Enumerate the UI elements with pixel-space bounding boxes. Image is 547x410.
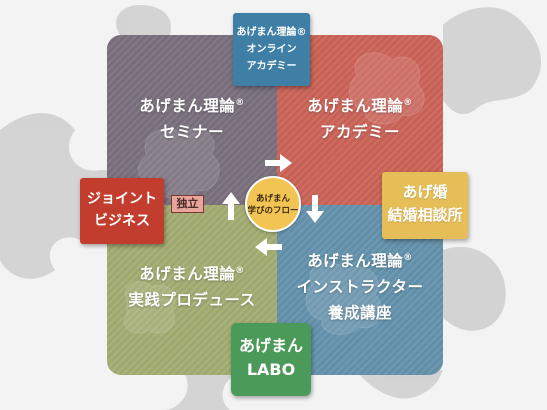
produce-title: あげまん理論® [139, 265, 245, 283]
instructor-label: あげまん理論® インストラクター 養成講座 [277, 245, 443, 326]
online-academy-box: あげまん理論® オンライン アカデミー [233, 13, 310, 86]
seminar-label: あげまん理論® セミナー [112, 90, 272, 145]
academy-label: あげまん理論® アカデミー [277, 90, 443, 145]
produce-label: あげまん理論® 実践プロデュース [107, 258, 277, 313]
marriage-office-box: あげ婚 結婚相談所 [382, 172, 468, 239]
arrow-left-icon [255, 238, 282, 256]
quadrant-seminar [107, 35, 277, 205]
learning-flow-center: あげまん 学びのフロー [245, 176, 301, 232]
instructor-title: あげまん理論® [307, 252, 413, 270]
joint-business-box: ジョイント ビジネス [80, 178, 164, 244]
independence-tag: 独立 [171, 195, 204, 213]
academy-subtitle: アカデミー [319, 123, 400, 141]
arrow-right-icon [265, 154, 292, 172]
produce-subtitle: 実践プロデュース [128, 291, 256, 309]
arrow-up-icon [222, 192, 240, 220]
instructor-subtitle-2: 養成講座 [327, 304, 392, 322]
seminar-subtitle: セミナー [159, 123, 224, 141]
seminar-title: あげまん理論® [139, 97, 245, 115]
academy-title: あげまん理論® [307, 97, 413, 115]
labo-box: あげまん LABO [231, 323, 311, 396]
arrow-down-icon [306, 195, 324, 223]
instructor-subtitle: インストラクター [296, 278, 424, 296]
